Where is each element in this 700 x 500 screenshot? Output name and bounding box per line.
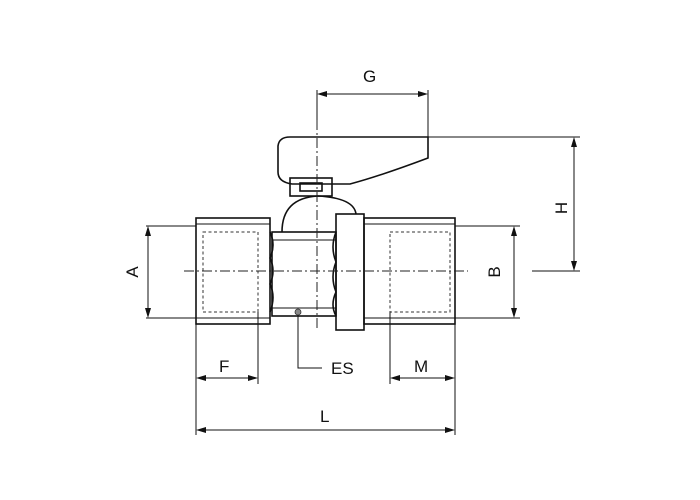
label-f: F (219, 357, 229, 376)
left-thread-hidden (202, 231, 259, 313)
lever-handle (277, 136, 429, 185)
label-l: L (320, 407, 329, 426)
center-body (271, 231, 337, 317)
center-lines (184, 120, 468, 330)
es-screw (294, 308, 302, 316)
valve-handle (277, 136, 429, 233)
right-knurl (332, 231, 337, 317)
dimension-labels: G H A B F M ES L (123, 67, 571, 426)
right-hex (335, 213, 365, 331)
label-es: ES (331, 359, 354, 378)
left-knurl (269, 231, 274, 313)
right-thread-hidden (389, 231, 451, 313)
label-h: H (552, 202, 571, 214)
stem-dome (281, 195, 357, 233)
label-b: B (485, 266, 504, 277)
label-m: M (414, 357, 428, 376)
label-g: G (363, 67, 376, 86)
dimension-lines (145, 90, 580, 435)
valve-body (195, 213, 456, 331)
es-leader (297, 315, 322, 369)
stem (289, 177, 333, 197)
label-a: A (123, 266, 142, 278)
